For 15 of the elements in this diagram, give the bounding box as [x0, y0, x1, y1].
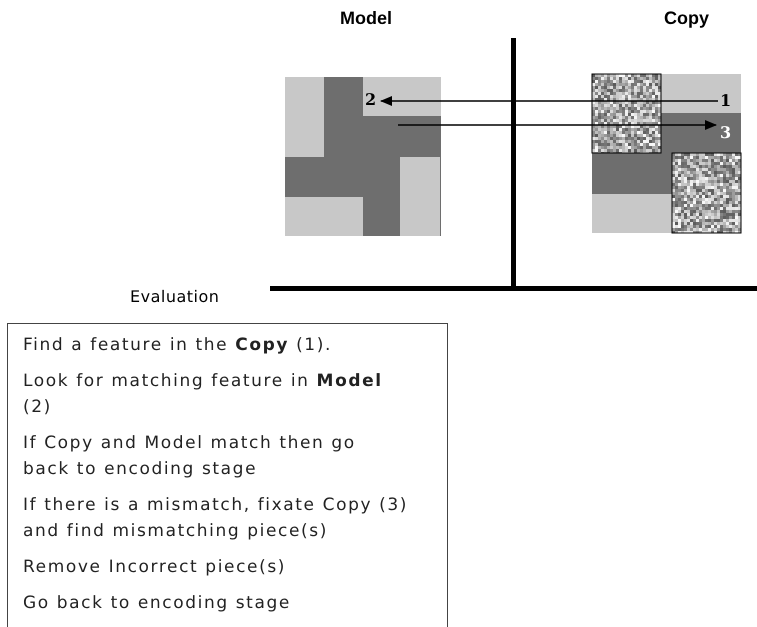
callout-number: 2	[365, 91, 379, 109]
instruction-box	[7, 323, 448, 627]
panel-heading: Copy	[664, 8, 709, 29]
arrow	[380, 96, 718, 106]
callout-number: 1	[720, 92, 734, 110]
panel-heading: Model	[340, 8, 392, 29]
stage-label: Evaluation	[130, 287, 220, 306]
instruction-step: If Copy and Model match then go back to encoding stage	[23, 430, 409, 482]
callout-number: 3	[720, 124, 734, 142]
instruction-step: Remove Incorrect piece(s)	[23, 554, 409, 580]
instruction-step: Go back to encoding stage	[23, 590, 409, 616]
instruction-step: Look for matching feature in Model (2)	[23, 368, 409, 420]
arrow	[398, 120, 717, 130]
instruction-step: If there is a mismatch, fixate Copy (3) and find mismatching piece(s)	[23, 492, 409, 544]
instruction-step: Find a feature in the Copy (1).	[23, 332, 409, 358]
